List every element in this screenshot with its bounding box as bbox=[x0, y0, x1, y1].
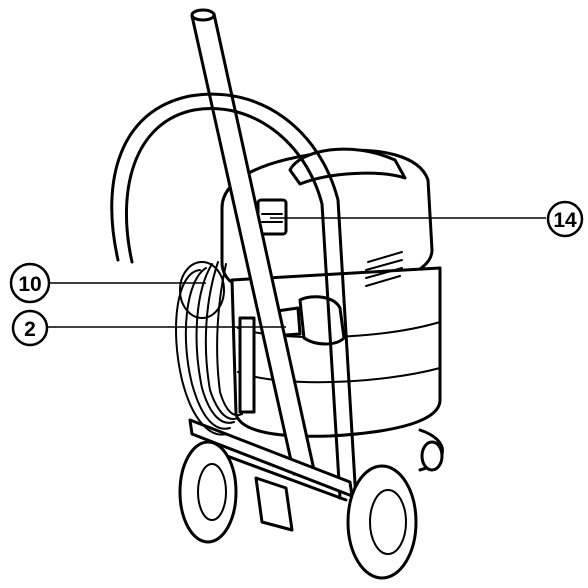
callout-label-10: 10 bbox=[18, 273, 41, 296]
front-left-wheel bbox=[178, 440, 238, 544]
callout-label-2: 2 bbox=[24, 318, 36, 341]
front-right-wheel bbox=[346, 464, 418, 580]
vent-grille bbox=[365, 251, 403, 287]
strap bbox=[254, 476, 294, 532]
hose-coil bbox=[175, 261, 256, 436]
callout-2: 2 bbox=[11, 309, 286, 347]
callout-10: 10 bbox=[9, 262, 206, 304]
cart-handle bbox=[110, 92, 358, 502]
cart-frame bbox=[110, 8, 444, 502]
callout-14: 14 bbox=[270, 200, 584, 238]
rear-caster bbox=[420, 440, 444, 472]
callout-label-14: 14 bbox=[553, 209, 577, 232]
hose-inlet bbox=[298, 295, 346, 346]
